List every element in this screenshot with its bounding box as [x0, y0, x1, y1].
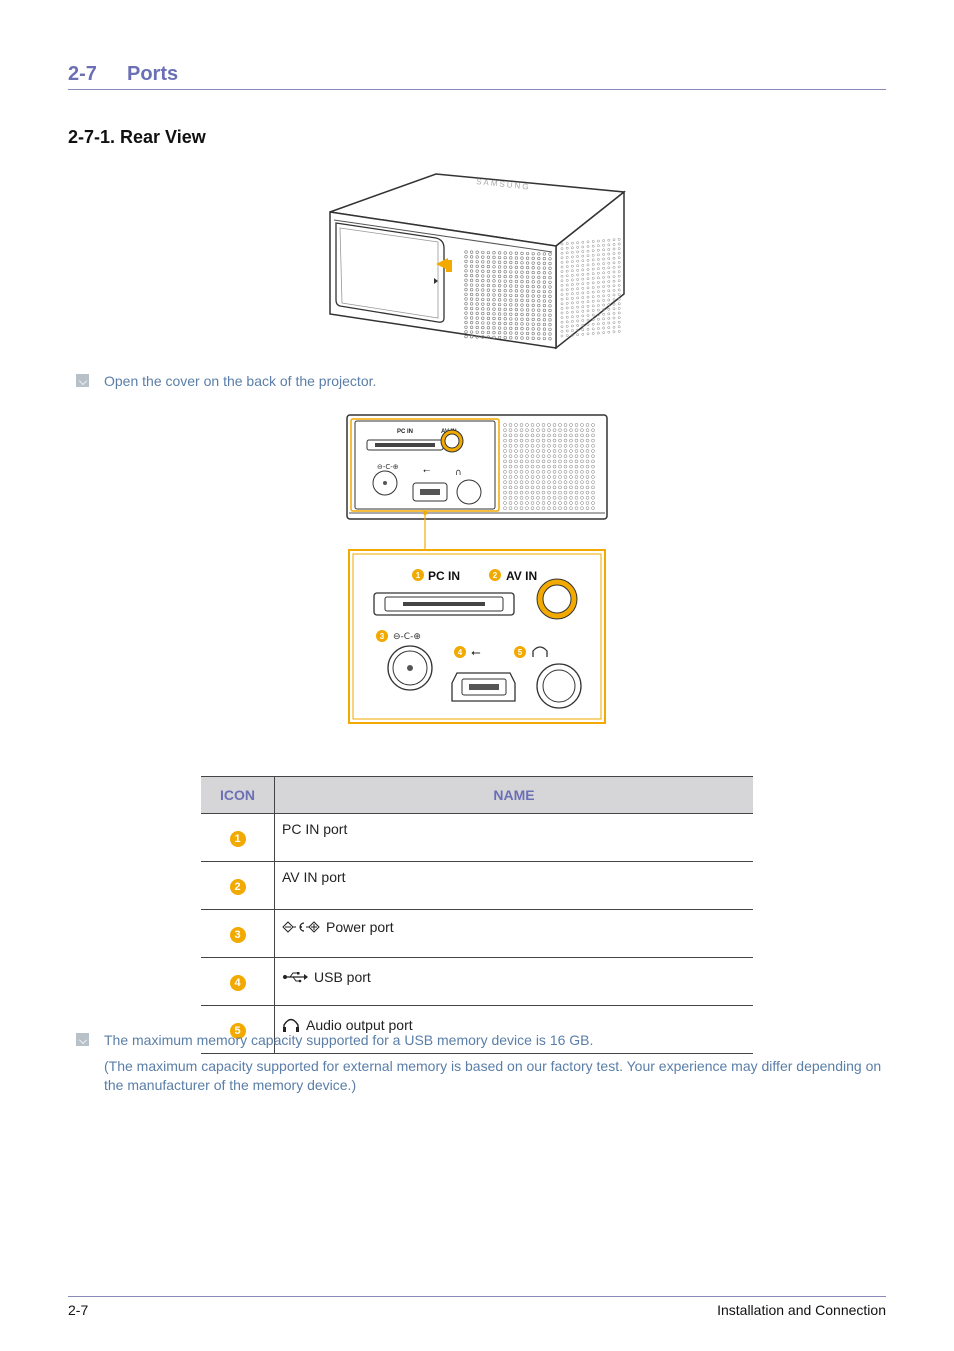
- page-footer: 2-7 Installation and Connection: [68, 1296, 886, 1318]
- number-badge: 1: [229, 830, 246, 847]
- section-number: 2-7: [68, 63, 97, 85]
- callout-label-pc-in: PC IN: [428, 569, 460, 583]
- port-name: Audio output port: [306, 1017, 413, 1033]
- page-number: 2-7: [68, 1302, 89, 1318]
- number-badge: 5: [229, 1022, 246, 1039]
- svg-text:⊖-C-⊕: ⊖-C-⊕: [393, 632, 421, 642]
- ports-table: ICON NAME 1 PC IN port 2 AV IN port 3: [201, 776, 753, 1054]
- number-badge: 4: [229, 974, 246, 991]
- number-badge: 2: [229, 878, 246, 895]
- section-title: Ports: [127, 63, 179, 85]
- power-polarity-icon: [282, 921, 320, 933]
- speaker-grille-rear: [503, 423, 595, 510]
- svg-text:∩: ∩: [455, 468, 462, 478]
- projector-illustration: SAMSUNG: [329, 173, 626, 350]
- speaker-grille-side: [560, 238, 621, 338]
- note-icon: [76, 1033, 89, 1046]
- header-icon: ICON: [201, 776, 275, 814]
- callout-2: 2: [493, 571, 498, 580]
- headphone-icon: [283, 1018, 299, 1032]
- chapter-title: Installation and Connection: [717, 1302, 886, 1318]
- table-row: 5 Audio output port: [201, 1005, 753, 1054]
- callout-3: 3: [380, 632, 385, 641]
- svg-text:⭠: ⭠: [423, 466, 430, 476]
- svg-text:⭠: ⭠: [471, 645, 481, 659]
- usb-icon: [283, 972, 308, 983]
- section-heading: 2-7 Ports: [68, 62, 886, 90]
- table-header-row: ICON NAME: [201, 776, 753, 814]
- port-name: PC IN port: [282, 821, 348, 837]
- port-name: AV IN port: [282, 869, 346, 885]
- callout-label-av-in: AV IN: [506, 569, 537, 583]
- table-row: 4 USB port: [201, 957, 753, 1006]
- table-row: 1 PC IN port: [201, 813, 753, 862]
- rear-panel-illustration: PC IN AV IN ⊖-C-⊕ ⭠ ∩ 1 PC IN 2 AV IN 3 …: [346, 414, 608, 724]
- port-name: USB port: [314, 969, 371, 985]
- note-text: The maximum memory capacity supported fo…: [104, 1032, 594, 1048]
- callout-1: 1: [416, 571, 421, 580]
- port-name: Power port: [326, 919, 394, 935]
- header-name: NAME: [274, 776, 753, 814]
- svg-text:⊖-C-⊕: ⊖-C-⊕: [377, 463, 399, 471]
- note-text: Open the cover on the back of the projec…: [104, 373, 377, 389]
- number-badge: 3: [229, 926, 246, 943]
- note-text: (The maximum capacity supported for exte…: [104, 1058, 882, 1093]
- small-label-pc-in: PC IN: [397, 429, 413, 435]
- subsection-title: 2-7-1. Rear View: [68, 127, 206, 147]
- speaker-grille-front: [464, 250, 552, 341]
- callout-4: 4: [458, 648, 463, 657]
- callout-5: 5: [518, 648, 523, 657]
- note-icon: [76, 374, 89, 387]
- table-row: 3 Power port: [201, 909, 753, 958]
- table-row: 2 AV IN port: [201, 861, 753, 910]
